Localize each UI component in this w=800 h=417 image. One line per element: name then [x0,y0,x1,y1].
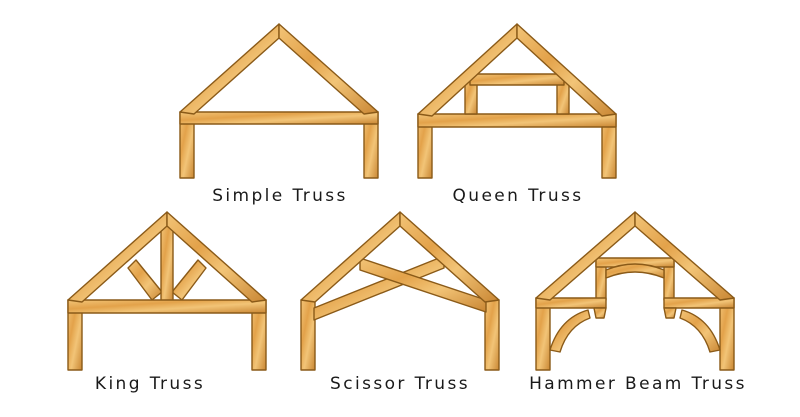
hammer-collar-arch [605,263,665,279]
simple-truss [179,23,379,179]
queen-truss [417,23,617,179]
hammer-left-hammer-post [595,261,607,301]
hammer-left-post [535,297,551,371]
scissor-truss [300,211,500,371]
simple-truss-label: Simple Truss [212,186,348,206]
scissor-right-rafter [399,211,500,303]
queen-straining-beam [469,73,565,86]
king-truss [67,211,267,371]
scissor-right-post [484,299,500,371]
queen-truss-label: Queen Truss [452,186,584,206]
king-tie-beam [67,299,267,314]
queen-right-rafter [516,23,617,117]
hammer-right-hammer-beam [663,297,735,309]
scissor-left-post [300,299,316,371]
hammer-left-pendant [593,307,607,319]
king-truss-label: King Truss [94,374,206,394]
king-right-rafter [166,211,267,303]
king-left-strut [127,259,163,301]
hammer-beam-truss-label: Hammer Beam Truss [529,374,747,394]
hammer-left-rafter [535,211,636,301]
simple-tie-beam [179,111,379,125]
hammer-right-curved-brace [679,309,721,353]
scissor-truss-label: Scissor Truss [330,374,470,394]
king-right-strut [171,259,207,301]
hammer-right-post [719,297,735,371]
hammer-left-hammer-beam [535,297,607,309]
hammer-beam-truss [535,211,735,371]
hammer-right-hammer-post [663,261,675,301]
king-king-post [160,225,174,303]
simple-right-rafter [278,23,379,115]
hammer-left-curved-brace [549,309,591,353]
hammer-right-rafter [634,211,735,301]
simple-left-rafter [179,23,280,115]
hammer-right-pendant [663,307,677,319]
queen-tie-beam [417,113,617,128]
